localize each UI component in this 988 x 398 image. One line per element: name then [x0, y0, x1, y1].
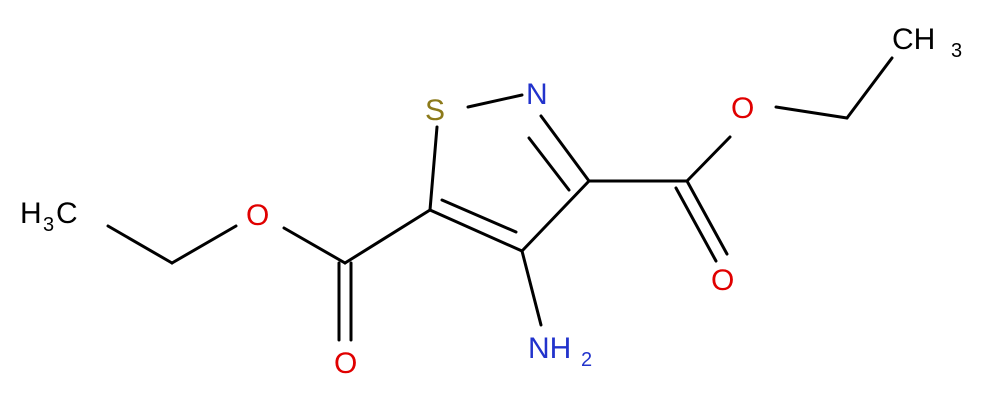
bond-ch2-ch3-right [845, 56, 894, 120]
bond-carbonyl-left-ether-o [282, 226, 347, 265]
bond-c4-c5 [428, 208, 524, 253]
sulfur-atom: S [425, 94, 445, 127]
left-methyl-subscript: 3 [43, 214, 54, 236]
right-methyl-label: CH [892, 23, 935, 56]
bond-c4-nh2 [520, 249, 543, 327]
right-carbonyl-oxygen: O [711, 264, 734, 297]
right-ether-oxygen: O [731, 92, 754, 125]
amino-group: NH 2 [528, 332, 592, 371]
bond-s-n [466, 93, 524, 109]
atom-labels: S N NH 2 O O O O H 3 C CH 3 [20, 23, 962, 380]
right-methyl-group: CH 3 [892, 23, 962, 62]
amino-label: NH [528, 332, 571, 365]
bond-carbonyl-right-o [685, 179, 729, 256]
left-methyl-c: C [56, 197, 78, 230]
bond-ether-o-ch2-left [170, 224, 238, 265]
amino-subscript: 2 [581, 349, 592, 371]
bond-c3-c4 [520, 179, 591, 253]
bonds [106, 56, 894, 342]
bond-ether-o-ch2-right [774, 105, 849, 120]
bond-c4-c5-double [440, 198, 518, 234]
bond-c5-carbonyl-left [343, 208, 432, 265]
left-ether-oxygen: O [246, 199, 269, 232]
bond-carbonyl-right-o-double [674, 186, 718, 263]
left-methyl-h: H [20, 197, 42, 230]
bond-n-c3-double [527, 136, 571, 192]
left-carbonyl-oxygen: O [334, 347, 357, 380]
bond-carbonyl-right-ether-o [685, 135, 732, 183]
bond-ch2-ch3-left [106, 224, 174, 265]
bond-n-c3 [539, 114, 591, 183]
ring-nitrogen-atom: N [526, 78, 548, 111]
right-methyl-subscript: 3 [951, 40, 962, 62]
left-methyl-group: H 3 C [20, 197, 78, 236]
bond-s-c5 [428, 125, 439, 212]
